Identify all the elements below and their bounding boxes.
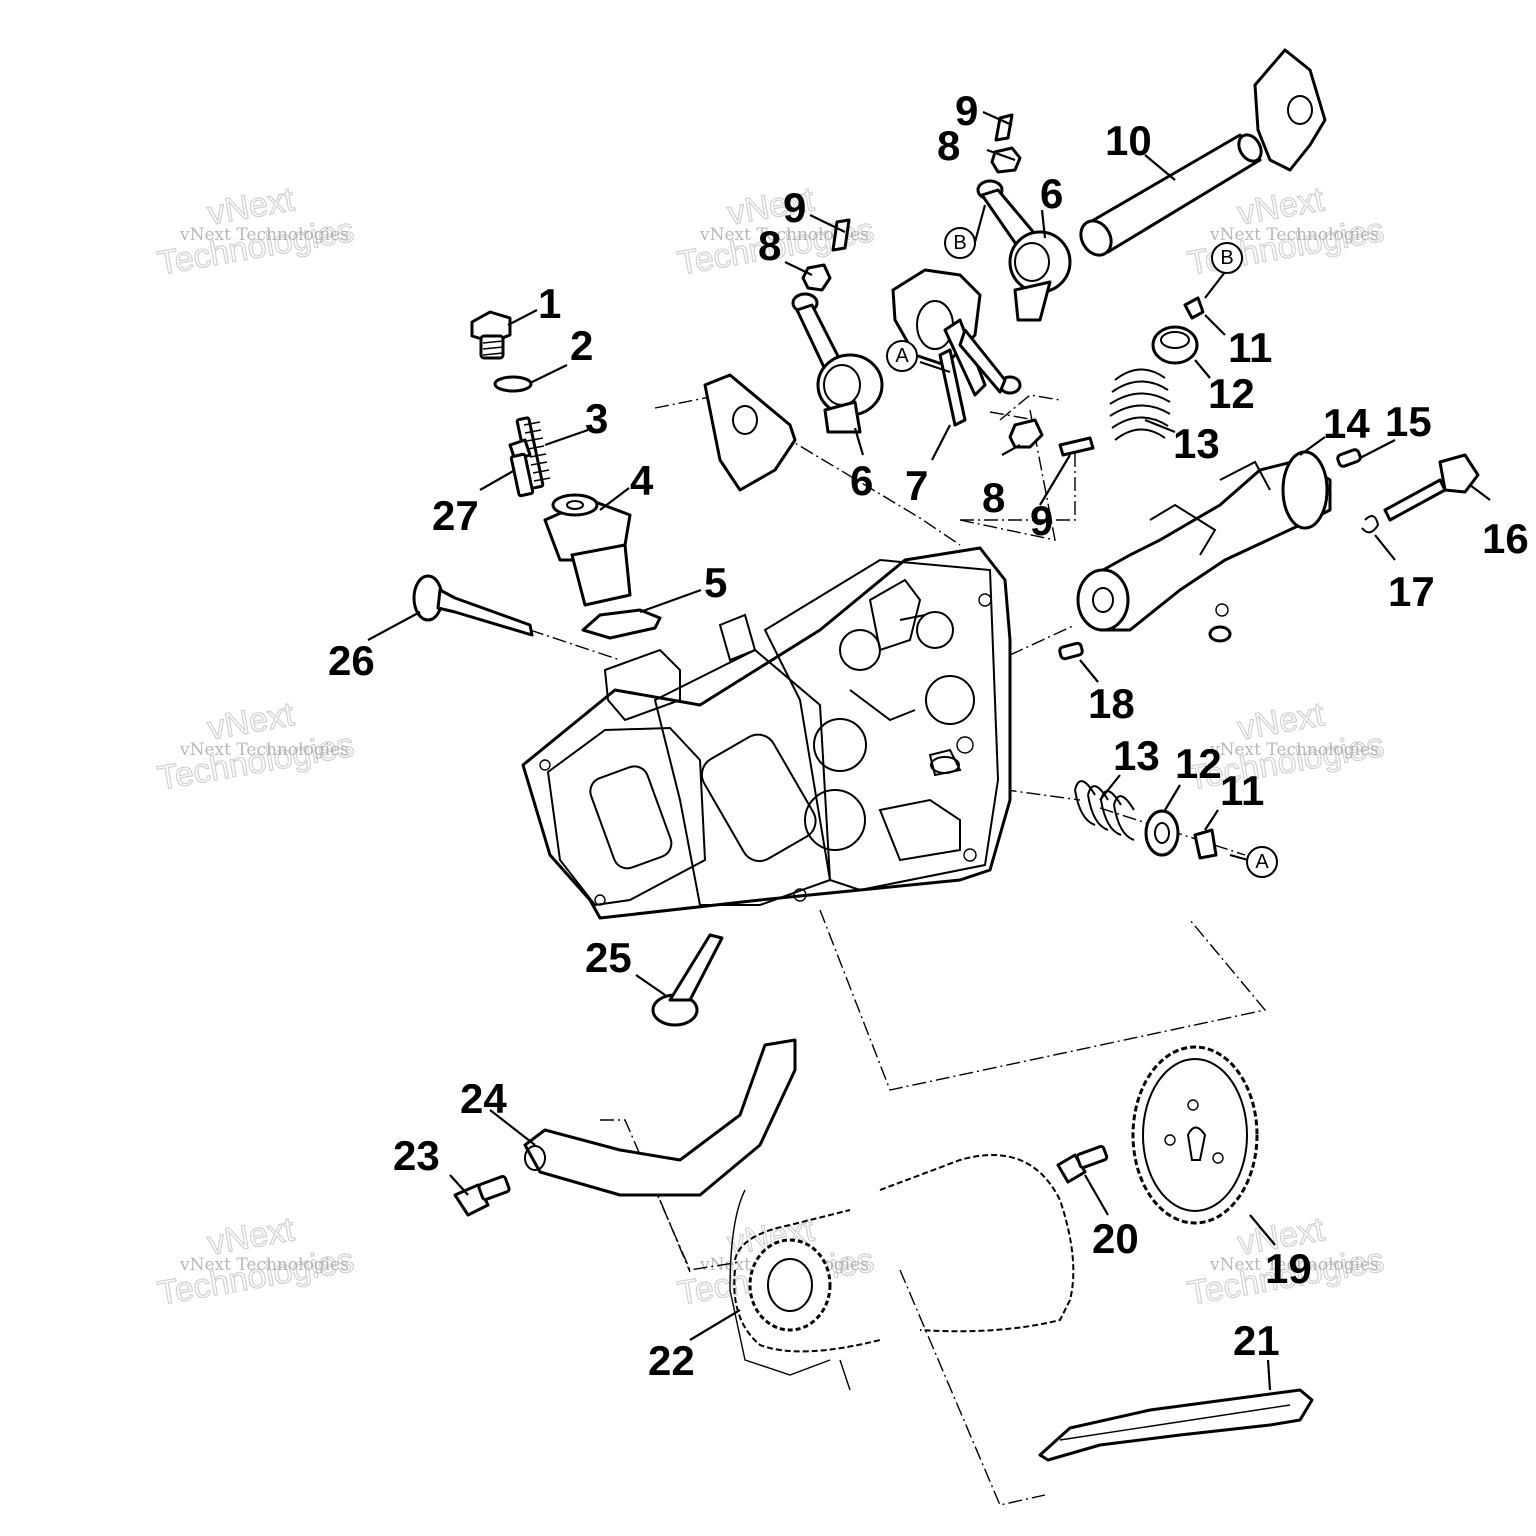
callout-9: 9 bbox=[1030, 497, 1053, 544]
callout-21: 21 bbox=[1233, 1317, 1280, 1364]
ref-circle-b bbox=[944, 227, 976, 259]
part-2-washer bbox=[493, 375, 533, 393]
callout-4: 4 bbox=[630, 457, 654, 504]
callout-25: 25 bbox=[585, 934, 632, 981]
callout-16: 16 bbox=[1482, 515, 1529, 562]
callout-22: 22 bbox=[648, 1337, 695, 1384]
callout-17: 17 bbox=[1388, 568, 1435, 615]
callout-14: 14 bbox=[1323, 400, 1370, 447]
callout-26: 26 bbox=[328, 637, 375, 684]
rocker-support-top bbox=[1253, 48, 1327, 172]
part-22-timing-chain bbox=[733, 1154, 1075, 1353]
callout-15: 15 bbox=[1385, 398, 1432, 445]
callout-9: 9 bbox=[783, 184, 806, 231]
part-4-tensioner bbox=[543, 493, 632, 607]
part-23-bolt bbox=[453, 1175, 511, 1217]
callout-12: 12 bbox=[1208, 370, 1255, 417]
callout-3: 3 bbox=[585, 395, 608, 442]
part-12-spring-retainer-lower bbox=[1144, 809, 1180, 857]
callout-11: 11 bbox=[1228, 324, 1272, 371]
part-17-spring bbox=[1361, 515, 1380, 534]
part-21-chain-tensioner-guide bbox=[1038, 1388, 1314, 1462]
callout-18: 18 bbox=[1088, 680, 1135, 727]
reference-markers: A A B B bbox=[886, 227, 1278, 878]
watermark-text: vNext Technologies bbox=[179, 1255, 349, 1275]
leader-lines bbox=[367, 110, 1491, 1391]
part-25-valve bbox=[651, 933, 724, 1027]
watermark: vNext Technologies vNext Technologies bbox=[154, 180, 357, 284]
part-16-decompressor bbox=[1383, 453, 1480, 522]
callout-5: 5 bbox=[704, 559, 727, 606]
part-11-valve-keeper-upper bbox=[1183, 296, 1205, 320]
part-7-rocker-arm-pair bbox=[891, 268, 1022, 427]
part-26-valve bbox=[412, 574, 534, 637]
watermark-text: vNext Technologies bbox=[179, 740, 349, 760]
callout-1: 1 bbox=[538, 280, 561, 327]
callout-11: 11 bbox=[1220, 767, 1264, 814]
part-6-rocker-arm-left bbox=[791, 292, 884, 434]
part-14-camshaft bbox=[1076, 450, 1332, 643]
part-27-bolt bbox=[508, 438, 535, 498]
part-11-valve-keeper-lower bbox=[1193, 828, 1218, 860]
ref-letter-b: B bbox=[953, 232, 966, 254]
crank-sprocket bbox=[729, 1189, 851, 1391]
part-13-valve-spring-lower bbox=[1074, 780, 1135, 841]
callout-12: 12 bbox=[1175, 740, 1222, 787]
watermark-text: vNext Technologies bbox=[1209, 225, 1379, 245]
part-6-rocker-arm-right bbox=[976, 179, 1072, 322]
callout-19: 19 bbox=[1265, 1245, 1312, 1292]
ref-circle-a bbox=[886, 340, 918, 372]
callout-6: 6 bbox=[1040, 170, 1063, 217]
part-20-bolt bbox=[1056, 1144, 1109, 1184]
watermark: vNext Technologies vNext Technologies bbox=[154, 695, 357, 799]
callout-27: 27 bbox=[432, 492, 479, 539]
part-10-rocker-shaft bbox=[1079, 133, 1263, 257]
callout-8: 8 bbox=[937, 122, 960, 169]
ref-letter-a: A bbox=[1255, 851, 1269, 873]
callout-24: 24 bbox=[460, 1075, 507, 1122]
ref-letter-a: A bbox=[895, 345, 909, 367]
callout-13: 13 bbox=[1173, 420, 1220, 467]
part-12-spring-retainer-upper bbox=[1151, 325, 1199, 365]
ref-circle-a bbox=[1246, 846, 1278, 878]
callout-2: 2 bbox=[570, 322, 593, 369]
part-19-cam-sprocket bbox=[1131, 1045, 1259, 1225]
watermark-text: vNext Technologies bbox=[1209, 740, 1379, 760]
callout-10: 10 bbox=[1105, 117, 1152, 164]
watermark-text: vNext Technologies bbox=[179, 225, 349, 245]
part-5-gasket bbox=[581, 608, 662, 640]
part-18-dowel bbox=[1058, 641, 1084, 661]
rocker-support-mid bbox=[703, 373, 797, 492]
ref-letter-b: B bbox=[1220, 247, 1233, 269]
cylinder-head bbox=[521, 546, 1012, 920]
callout-6: 6 bbox=[850, 457, 873, 504]
part-15-pin bbox=[1336, 448, 1362, 468]
part-1-bolt bbox=[470, 310, 512, 360]
watermark: vNext Technologies vNext Technologies bbox=[154, 1210, 357, 1314]
callout-8: 8 bbox=[758, 222, 781, 269]
ref-circle-b bbox=[1211, 242, 1243, 274]
watermark-text: vNext Technologies bbox=[699, 225, 869, 245]
watermark-text: vNext Technologies bbox=[1209, 1255, 1379, 1275]
callout-7: 7 bbox=[905, 462, 928, 509]
callout-labels: 1 2 3 4 5 6 6 7 8 8 8 9 9 9 10 11 11 12 … bbox=[328, 87, 1529, 1384]
callout-8: 8 bbox=[982, 474, 1005, 521]
callout-23: 23 bbox=[393, 1132, 440, 1179]
callout-13: 13 bbox=[1113, 732, 1160, 779]
callout-9: 9 bbox=[955, 87, 978, 134]
callout-20: 20 bbox=[1092, 1215, 1139, 1262]
part-24-chain-guide bbox=[523, 1038, 797, 1197]
part-13-valve-spring-upper bbox=[1109, 368, 1171, 441]
